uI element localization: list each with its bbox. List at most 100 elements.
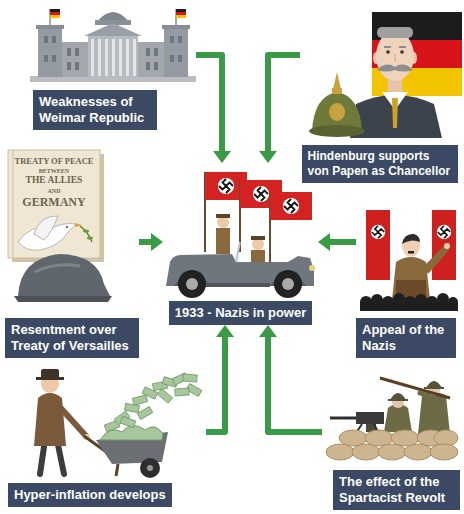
cause-label: The effect of the Spartacist Revolt [333,470,460,511]
sandbags [378,444,406,460]
flow-arrow [268,337,322,432]
reichstag-building [50,9,60,12]
reichstag-building [154,62,158,70]
sandbags [404,444,432,460]
german-helmet [14,254,112,302]
wheelbarrow-money [140,458,160,478]
nazi-car [216,228,230,254]
reichstag-building [162,25,190,29]
outcome-box: 1933 - Nazis in power [163,163,318,325]
banknotes [132,395,147,405]
reichstag-building [146,48,150,56]
speaker-scene [437,225,451,239]
nazi-car [178,270,206,298]
nazi-car [283,198,299,214]
book-title-line: AND [48,188,61,194]
hindenburg-portrait [372,12,462,40]
reichstag-building [154,48,158,56]
reichstag-building [105,39,108,76]
soldiers-trench [424,387,444,389]
speaker-scene [360,210,458,311]
flow-arrow [330,239,356,245]
sandbags [339,430,367,446]
reichstag-building [133,39,136,76]
sandbags [365,430,393,446]
peace-dove [87,237,93,240]
peace-dove [66,226,68,228]
reichstag-building [178,36,182,43]
reichstag-building [38,28,62,77]
reichstag-building [126,39,129,76]
reichstag-building [164,28,188,77]
banknotes [137,406,153,419]
hindenburg-portrait [333,72,341,89]
reichstag-building [88,36,138,77]
reichstag-building [44,55,48,62]
speaker-scene [426,296,438,308]
soldiers-trench [390,393,406,400]
flow-arrow [206,337,225,432]
reichstag-building [146,62,150,70]
hindenburg-portrait [399,46,406,48]
sandbags [352,444,380,460]
nazi-car [236,242,240,262]
hindenburg-portrait [392,98,398,128]
reichstag-building [176,12,186,15]
sandbags [326,430,458,460]
nazi-car [166,172,315,298]
peace-dove [83,230,89,233]
reichstag-building [176,9,186,12]
hindenburg-portrait [377,27,413,38]
nazi-car [270,192,312,220]
reichstag-building [178,55,182,62]
cause-label: Resentment over Treaty of Versailles [5,318,139,359]
nazi-car [251,236,265,240]
flow-arrow [196,55,222,151]
hindenburg-portrait [400,50,404,54]
speaker-scene [437,293,449,305]
reichstag-building [67,62,71,70]
book-title-line: THE ALLIES [26,176,83,186]
cause-label: Weaknesses of Weimar Republic [33,90,157,131]
hindenburg-portrait [309,12,462,138]
reichstag-building [98,39,101,76]
hindenburg-portrait [394,54,396,62]
reichstag-building [50,12,60,15]
speaker-scene [382,296,394,308]
outcome-label: 1933 - Nazis in power [169,301,313,325]
soldiers-trench [380,378,450,398]
cause-box: Weaknesses of Weimar Republic [33,5,196,130]
nazi-car [216,214,230,218]
soldiers-trench [388,399,408,401]
banknotes [104,373,202,432]
reichstag-building [75,48,79,56]
reichstag-building [176,15,186,18]
speaker-scene [448,297,458,307]
book-title-text: TREATY OF PEACE [14,157,93,166]
reichstag-building [112,39,115,76]
soldiers-trench [426,381,442,388]
speaker-scene [393,293,405,305]
flow-arrow [139,239,151,245]
book-title-text: BETWEEN [39,168,69,174]
german-helmet [35,265,80,272]
peace-dove [18,216,93,250]
book-title-text: AND [48,188,61,194]
hindenburg-portrait [329,103,345,121]
wheelbarrow-money [116,464,118,476]
wheelbarrow-money [34,369,202,478]
book-title-text: THE ALLIES [26,176,83,186]
reichstag-building [30,9,196,82]
speaker-scene [366,210,390,280]
german-helmet [14,296,112,302]
nazi-car [309,265,315,271]
book-title-line: GERMANY [22,196,85,208]
hindenburg-portrait [377,65,413,72]
nazi-car [186,278,198,290]
cause-box: Hyper-inflation develops [8,362,206,507]
speaker-scene [432,210,456,280]
reichstag-building [170,36,174,43]
